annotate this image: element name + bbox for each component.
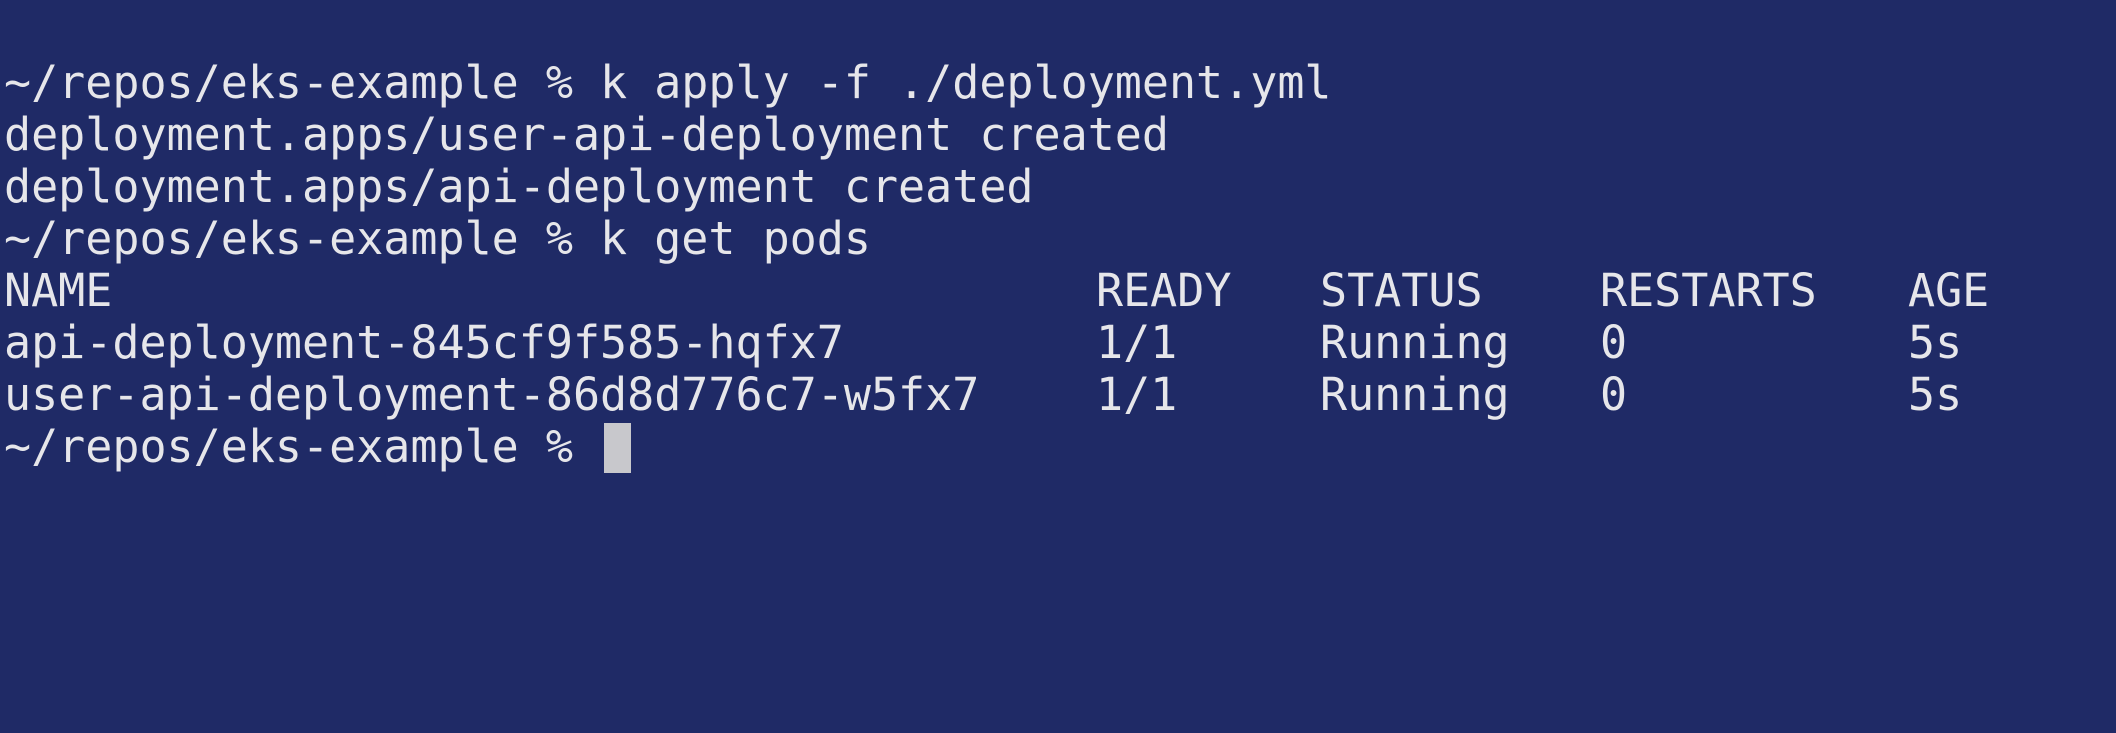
pod-restarts: 0 [1600,316,1628,369]
pod-name: user-api-deployment-86d8d776c7-w5fx7 [4,368,980,421]
header-age: AGE [1908,264,1990,317]
table-header-row: NAME READY STATUS RESTARTS AGE [4,265,2116,317]
table-row: user-api-deployment-86d8d776c7-w5fx7 1/1… [4,369,2116,421]
pod-ready: 1/1 [1096,316,1178,369]
table-row: api-deployment-845cf9f585-hqfx7 1/1 Runn… [4,317,2116,369]
pod-status: Running [1320,316,1510,369]
pod-status: Running [1320,368,1510,421]
prompt-line[interactable]: ~/repos/eks-example % [4,421,2116,473]
header-restarts: RESTARTS [1600,264,1817,317]
prompt-text: ~/repos/eks-example % [4,420,601,473]
command-line: ~/repos/eks-example % k apply -f ./deplo… [4,56,1332,109]
text-cursor [604,423,632,473]
pod-name: api-deployment-845cf9f585-hqfx7 [4,316,844,369]
terminal-window[interactable]: ~/repos/eks-example % k apply -f ./deplo… [0,0,2116,494]
pod-age: 5s [1908,316,1963,369]
header-name: NAME [4,264,113,317]
command-line: ~/repos/eks-example % k get pods [4,212,871,265]
pod-age: 5s [1908,368,1963,421]
header-status: STATUS [1320,264,1483,317]
header-ready: READY [1096,264,1232,317]
pod-ready: 1/1 [1096,368,1178,421]
pod-restarts: 0 [1600,368,1628,421]
output-line: deployment.apps/user-api-deployment crea… [4,108,1169,161]
output-line: deployment.apps/api-deployment created [4,160,1034,213]
